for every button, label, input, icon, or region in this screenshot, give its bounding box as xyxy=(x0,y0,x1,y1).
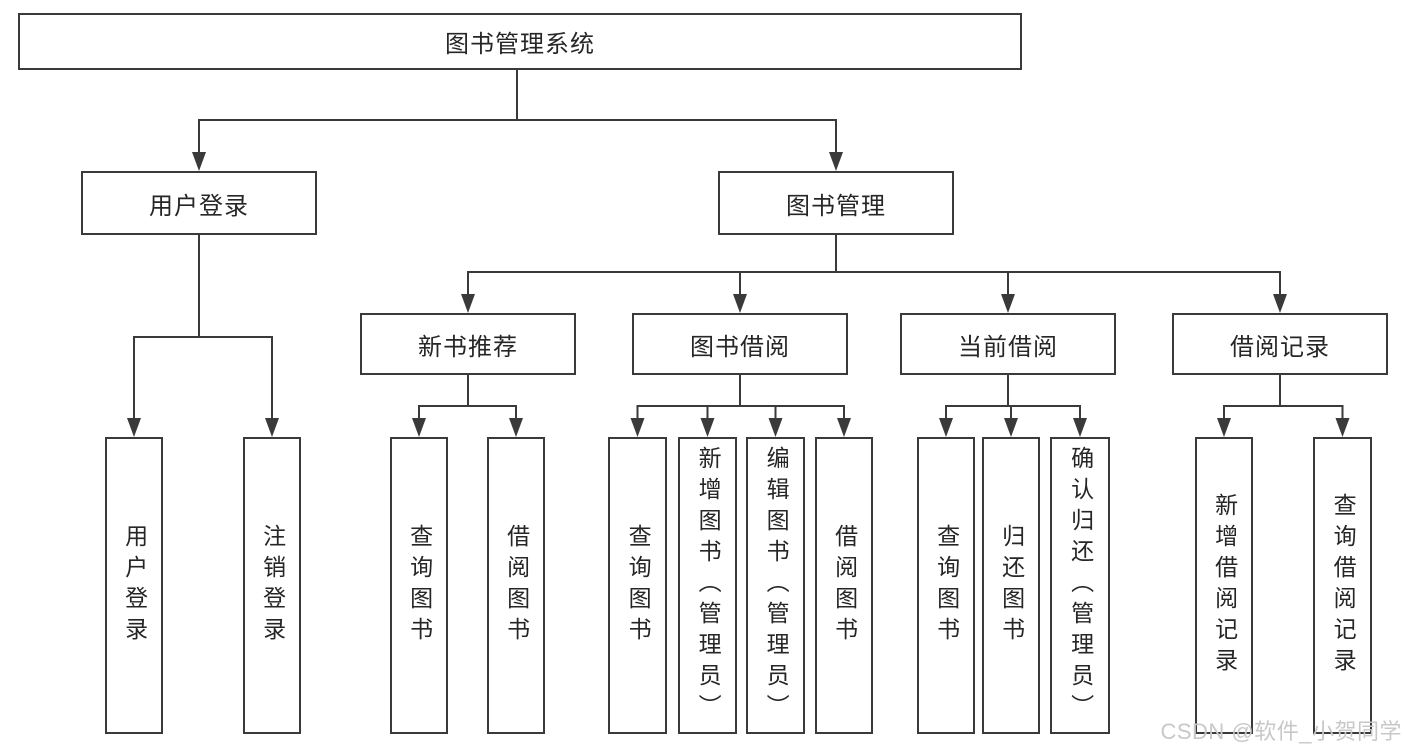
leaf-records-query-record: 查询借阅记录 xyxy=(1313,437,1372,734)
leaf-borrow-borrow-books: 借阅图书 xyxy=(815,437,873,734)
node-book-management: 图书管理 xyxy=(718,171,954,235)
leaf-current-return-book: 归还图书 xyxy=(982,437,1040,734)
leaf-recommend-borrow-books: 借阅图书 xyxy=(487,437,545,734)
connector-records-to-leaves xyxy=(1223,375,1344,420)
arrowhead-records-query xyxy=(1335,418,1350,437)
leaf-current-query-books-label: 查询图书 xyxy=(933,523,960,648)
leaf-records-add-record-label: 新增借阅记录 xyxy=(1211,492,1238,679)
node-book-borrow: 图书借阅 xyxy=(632,313,848,375)
leaf-borrow-edit-book-admin-label: 编辑图书（管理员） xyxy=(763,446,790,725)
connector-recommend-to-leaves xyxy=(418,375,517,420)
leaf-current-query-books: 查询图书 xyxy=(917,437,975,734)
leaf-records-query-record-label: 查询借阅记录 xyxy=(1330,492,1357,679)
arrowhead-current-query xyxy=(939,418,953,437)
leaf-user-login-label: 用户登录 xyxy=(121,523,148,648)
arrowhead-current-confirm xyxy=(1073,418,1087,437)
arrowhead-records-add xyxy=(1217,418,1231,437)
leaf-logout: 注销登录 xyxy=(243,437,301,734)
connector-userlogin-to-leaves xyxy=(133,235,273,420)
leaf-borrow-query-books: 查询图书 xyxy=(608,437,667,734)
arrowhead-recommend-query xyxy=(412,418,426,437)
arrowhead-current-borrow xyxy=(1001,294,1015,313)
arrowhead-borrow-borrow xyxy=(837,418,851,437)
node-user-login: 用户登录 xyxy=(81,171,317,235)
leaf-recommend-query-books: 查询图书 xyxy=(390,437,448,734)
leaf-borrow-add-book-admin: 新增图书（管理员） xyxy=(678,437,737,734)
leaf-records-add-record: 新增借阅记录 xyxy=(1195,437,1253,734)
node-new-book-recommend: 新书推荐 xyxy=(360,313,576,375)
arrowhead-user-login xyxy=(192,152,206,171)
leaf-recommend-borrow-books-label: 借阅图书 xyxy=(503,523,530,648)
connector-bookmgmt-to-level3 xyxy=(467,235,1281,296)
leaf-current-return-book-label: 归还图书 xyxy=(998,523,1025,648)
arrowhead-book-management xyxy=(829,152,843,171)
arrowhead-borrow-query xyxy=(630,418,645,437)
node-root: 图书管理系统 xyxy=(18,13,1022,70)
csdn-watermark: CSDN @软件_小贺同学 xyxy=(1160,719,1402,744)
node-current-borrow: 当前借阅 xyxy=(900,313,1116,375)
arrowhead-book-borrow xyxy=(733,294,747,313)
leaf-borrow-query-books-label: 查询图书 xyxy=(625,523,652,648)
arrowhead-logout xyxy=(265,418,279,437)
leaf-current-confirm-return-admin: 确认归还（管理员） xyxy=(1050,437,1110,734)
leaf-user-login: 用户登录 xyxy=(105,437,163,734)
connector-current-to-leaves xyxy=(945,375,1081,420)
connector-borrow-to-leaves xyxy=(636,375,845,420)
arrowhead-borrow-add xyxy=(700,418,715,437)
leaf-borrow-edit-book-admin: 编辑图书（管理员） xyxy=(746,437,805,734)
arrowhead-recommend-borrow xyxy=(509,418,523,437)
leaf-recommend-query-books-label: 查询图书 xyxy=(406,523,433,648)
arrowhead-current-return xyxy=(1004,418,1018,437)
leaf-current-confirm-return-admin-label: 确认归还（管理员） xyxy=(1067,446,1094,725)
connector-root-to-level2 xyxy=(198,70,837,153)
arrowhead-user-login-leaf xyxy=(127,418,141,437)
node-borrow-records: 借阅记录 xyxy=(1172,313,1388,375)
arrowhead-new-book-recommend xyxy=(461,294,475,313)
leaf-borrow-add-book-admin-label: 新增图书（管理员） xyxy=(695,446,722,725)
arrowhead-borrow-records xyxy=(1273,294,1287,313)
leaf-logout-label: 注销登录 xyxy=(259,523,286,648)
arrowhead-borrow-edit xyxy=(768,418,783,437)
leaf-borrow-borrow-books-label: 借阅图书 xyxy=(831,523,858,648)
